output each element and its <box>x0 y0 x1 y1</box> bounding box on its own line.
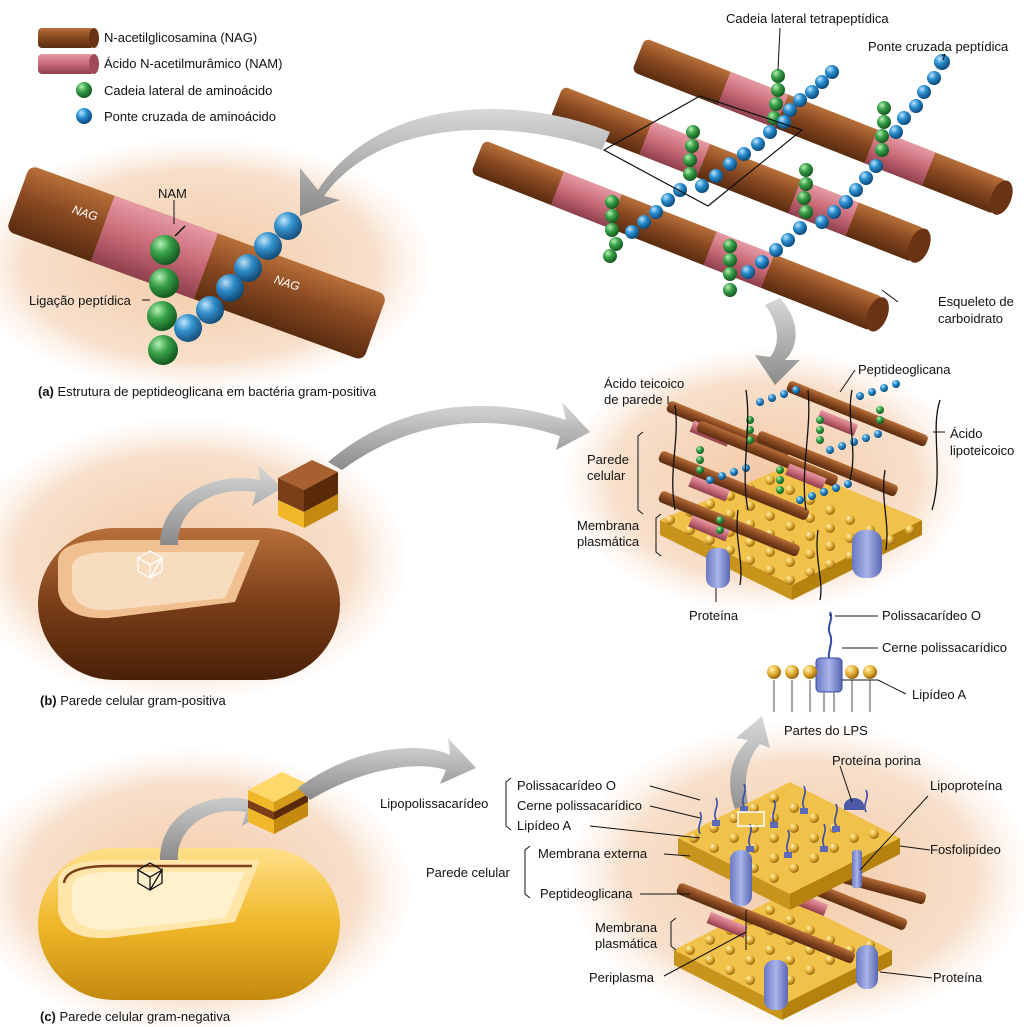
arrow-up-to-lps <box>730 716 770 820</box>
legend-cross-bridge: Ponte cruzada de aminoácido <box>104 109 277 124</box>
label-membrane-pos-1: Membrana <box>577 518 640 533</box>
gram-positive-cell <box>38 460 340 680</box>
label-tetrapeptide: Cadeia lateral tetrapeptídica <box>726 11 889 26</box>
nag-swatch-icon <box>38 28 94 48</box>
label-neg-core: Cerne polissacarídico <box>517 798 643 813</box>
label-peptide-bridge: Ponte cruzada peptídica <box>868 39 1009 54</box>
arrow-to-zoom <box>300 109 610 216</box>
label-carb-backbone-1: Esqueleto de <box>938 294 1014 309</box>
legend-nag: N-acetilglicosamina (NAG) <box>104 30 258 45</box>
label-lipopolysaccharide: Lipopolissacarídeo <box>380 796 489 811</box>
caption-c: (c) Parede celular gram-negativa <box>40 1009 230 1024</box>
nam-swatch-icon <box>38 54 94 74</box>
label-peptidoglycan-pos: Peptideoglicana <box>858 362 951 377</box>
caption-a-letter: (a) <box>38 384 54 399</box>
zoom-detail <box>8 167 385 365</box>
label-lps-core: Cerne polissacarídico <box>882 640 1008 655</box>
lps-parts <box>767 611 877 712</box>
label-neg-o-polysaccharide: Polissacarídeo O <box>517 778 616 793</box>
gram-negative-cell <box>38 772 340 1000</box>
label-lps-lipid-a: Lipídeo A <box>912 687 967 702</box>
green-amino-icon <box>76 82 92 98</box>
label-teichoic-1: Ácido teicoico <box>604 376 685 391</box>
label-neg-protein: Proteína <box>933 970 983 985</box>
legend-swatches <box>38 28 99 124</box>
caption-b: (b) Parede celular gram-positiva <box>40 693 226 708</box>
label-porin: Proteína porina <box>832 753 921 768</box>
label-membrane-pos-2: plasmática <box>577 534 640 549</box>
label-neg-membrane-1: Membrana <box>595 920 658 935</box>
label-teichoic-2: de parede <box>604 392 663 407</box>
gram-positive-wall <box>658 380 941 601</box>
label-lipoprotein: Lipoproteína <box>930 778 1003 793</box>
label-lipoteichoic-1: Ácido <box>950 426 983 441</box>
legend-nam: Ácido N-acetilmurâmico (NAM) <box>104 56 283 71</box>
label-lps-parts: Partes do LPS <box>784 723 868 738</box>
label-neg-peptidoglycan: Peptideoglicana <box>540 886 633 901</box>
caption-c-letter: (c) <box>40 1009 56 1024</box>
label-protein-pos: Proteína <box>689 608 739 623</box>
arrow-to-gram-pos-wall <box>328 402 590 470</box>
label-carb-backbone-2: carboidrato <box>938 311 1004 326</box>
label-periplasm: Periplasma <box>589 970 655 985</box>
label-phospholipid: Fosfolipídeo <box>930 842 1001 857</box>
blue-amino-icon <box>76 108 92 124</box>
label-lipoteichoic-2: lipoteicoico <box>950 443 1015 458</box>
caption-a-text: Estrutura de peptideoglicana em bactéria… <box>57 384 377 399</box>
peptidoglycan-lattice <box>472 39 1013 332</box>
leader-lines <box>142 27 946 979</box>
label-neg-lipid-a: Lipídeo A <box>517 818 572 833</box>
zoom-selection-box <box>602 95 804 207</box>
label-neg-cell-wall: Parede celular <box>426 865 510 880</box>
caption-b-text: Parede celular gram-positiva <box>60 693 226 708</box>
caption-a: (a) Estrutura de peptideoglicana em bact… <box>38 384 376 399</box>
label-cell-wall-2: celular <box>587 468 626 483</box>
label-outer-membrane: Membrana externa <box>538 846 648 861</box>
caption-b-letter: (b) <box>40 693 57 708</box>
label-cell-wall-1: Parede <box>587 452 629 467</box>
arrow-down-to-wall <box>755 298 800 385</box>
label-neg-membrane-2: plasmática <box>595 936 658 951</box>
arrow-to-gram-neg-wall <box>298 738 476 800</box>
legend-side-chain: Cadeia lateral de aminoácido <box>104 83 273 98</box>
label-nam: NAM <box>158 186 187 201</box>
caption-c-text: Parede celular gram-negativa <box>59 1009 231 1024</box>
label-peptide-bond: Ligação peptídica <box>29 293 131 308</box>
label-lps-o-polysaccharide: Polissacarídeo O <box>882 608 981 623</box>
